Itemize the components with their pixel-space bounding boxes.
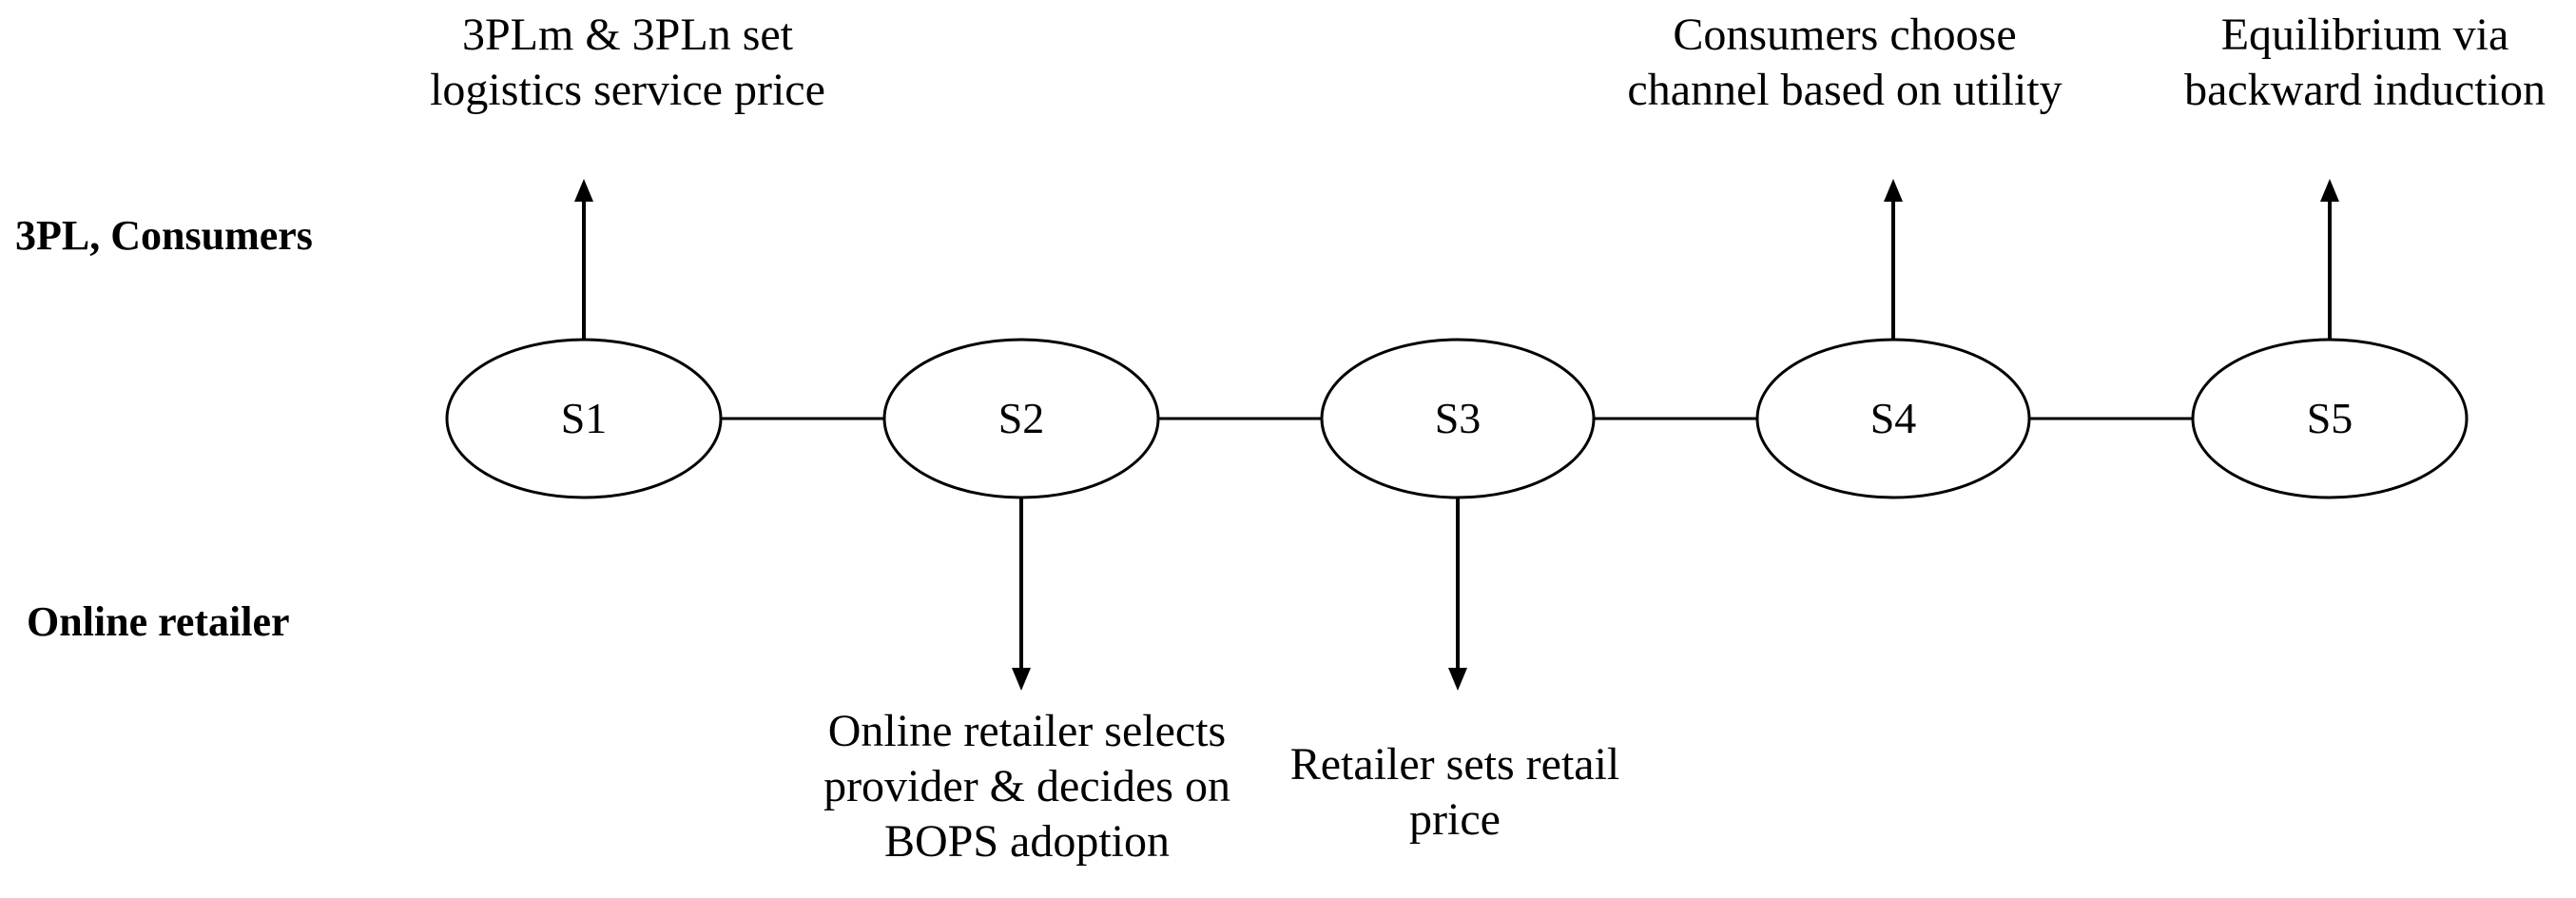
annotation-s3-line-1: Retailer sets retail	[1289, 739, 1620, 790]
arrow-s5-up-head	[2320, 179, 2339, 202]
annotation-s2-line-1: Online retailer selects	[827, 706, 1227, 756]
arrow-s4-up-head	[1884, 179, 1903, 202]
annotation-s4-line-2: channel based on utility	[1627, 65, 2063, 115]
annotation-s5-line-1: Equilibrium via	[2220, 10, 2509, 60]
row-label-top: 3PL, Consumers	[15, 212, 313, 259]
stage-s1-label: S1	[560, 394, 608, 442]
annotation-s5: Equilibrium via backward induction	[2158, 8, 2572, 118]
stage-s2-label: S2	[997, 394, 1045, 442]
annotation-s1-line-2: logistics service price	[430, 65, 825, 115]
stage-s5-label: S5	[2306, 394, 2353, 442]
annotation-s3: Retailer sets retail price	[1189, 737, 1721, 848]
annotation-s4-line-1: Consumers choose	[1673, 10, 2017, 60]
arrow-s3-down-head	[1448, 668, 1467, 691]
annotation-s2: Online retailer selects provider & decid…	[723, 704, 1331, 869]
annotation-s1-line-1: 3PLm & 3PLn set	[461, 10, 794, 60]
row-label-bottom: Online retailer	[27, 598, 290, 645]
arrow-s1-up-head	[574, 179, 593, 202]
annotation-s2-line-3: BOPS adoption	[883, 816, 1171, 867]
annotation-s2-line-2: provider & decides on	[823, 761, 1230, 811]
stage-s4-label: S4	[1869, 394, 1917, 442]
stage-s3-label: S3	[1434, 394, 1482, 442]
arrow-s2-down-head	[1012, 668, 1031, 691]
annotation-s3-line-2: price	[1409, 794, 1501, 845]
annotation-s1: 3PLm & 3PLn set logistics service price	[380, 8, 875, 118]
annotation-s4: Consumers choose channel based on utilit…	[1579, 8, 2111, 118]
annotation-s5-line-2: backward induction	[2184, 65, 2546, 115]
